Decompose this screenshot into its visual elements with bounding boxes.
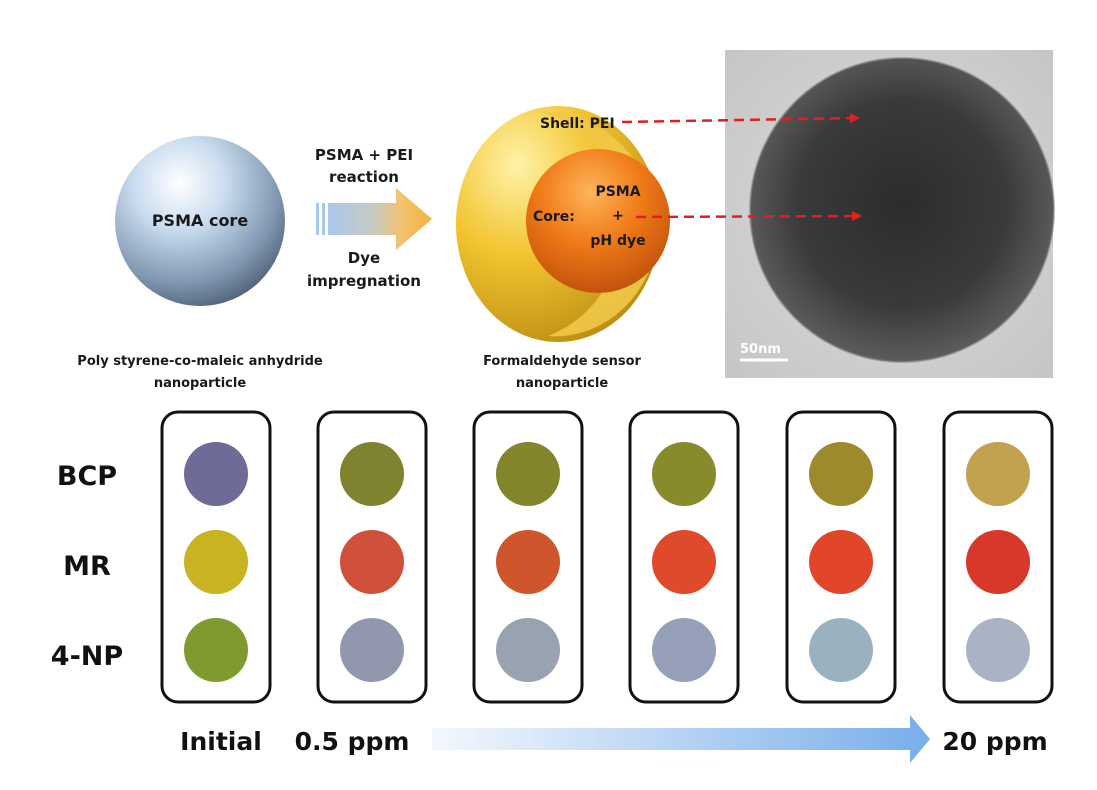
end-concentration-label: 20 ppm (942, 727, 1047, 756)
core-dye-line2: + (612, 208, 624, 224)
row-label-bcp: BCP (57, 461, 117, 492)
swatch-4np-3 (496, 618, 560, 682)
core-dye-line3: pH dye (590, 233, 645, 249)
swatch-mr-6 (966, 530, 1030, 594)
shell-pointer-arrow (621, 113, 860, 124)
swatch-mr-5 (809, 530, 873, 594)
swatch-4np-2 (340, 618, 404, 682)
swatch-mr-3 (496, 530, 560, 594)
color-panels (160, 410, 1054, 704)
row-label-4np: 4-NP (51, 641, 123, 672)
swatch-mr-1 (184, 530, 248, 594)
tem-image: 50nm (725, 50, 1055, 378)
start-concentration-label: 0.5 ppm (295, 727, 410, 756)
psma-core-sphere: PSMA core (115, 136, 285, 306)
swatch-4np-5 (809, 618, 873, 682)
shell-label: Shell: PEI (540, 116, 615, 132)
arrow-above-line1: PSMA + PEI (315, 146, 413, 164)
row-label-mr: MR (63, 551, 111, 582)
swatch-4np-4 (652, 618, 716, 682)
swatch-4np-1 (184, 618, 248, 682)
arrow-below-line1: Dye (348, 249, 380, 267)
swatch-bcp-2 (340, 442, 404, 506)
swatch-bcp-3 (496, 442, 560, 506)
swatch-mr-2 (340, 530, 404, 594)
initial-label: Initial (180, 727, 262, 756)
core-pointer-arrow (635, 211, 862, 222)
core-prefix-label: Core: (533, 209, 575, 225)
reaction-arrow (316, 188, 432, 250)
concentration-gradient-arrow (432, 715, 930, 763)
tem-scale-label: 50nm (740, 342, 781, 357)
swatch-bcp-5 (809, 442, 873, 506)
arrow-below-line2: impregnation (307, 272, 421, 290)
sensor-caption-line1: Formaldehyde sensor (483, 354, 641, 369)
sensor-caption-line2: nanoparticle (516, 376, 609, 391)
core-caption-line1: Poly styrene-co-maleic anhydride (77, 354, 323, 369)
psma-core-label: PSMA core (152, 211, 248, 230)
swatch-bcp-6 (966, 442, 1030, 506)
swatch-bcp-4 (652, 442, 716, 506)
swatch-4np-6 (966, 618, 1030, 682)
core-dye-line1: PSMA (595, 184, 640, 200)
swatch-bcp-1 (184, 442, 248, 506)
core-caption-line2: nanoparticle (154, 376, 247, 391)
swatch-mr-4 (652, 530, 716, 594)
arrow-above-line2: reaction (329, 168, 399, 186)
sensor-nanoparticle (456, 106, 670, 342)
